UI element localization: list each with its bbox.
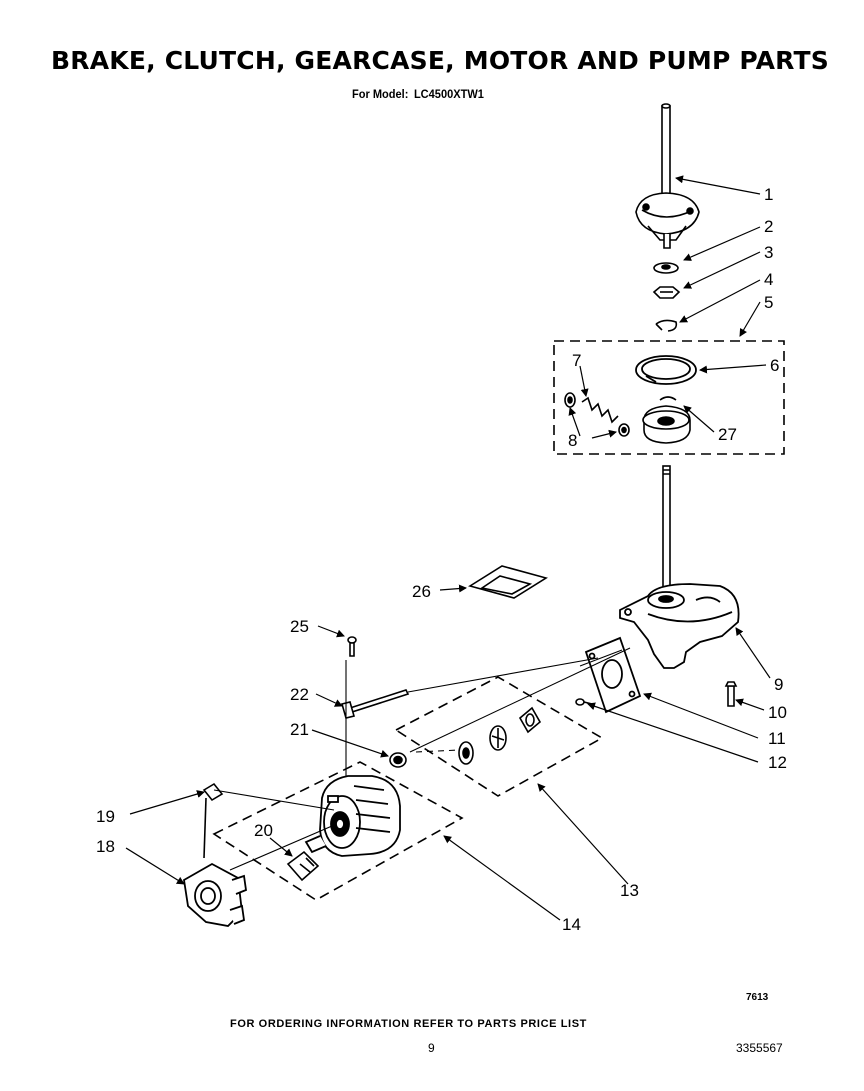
coupling-parts bbox=[458, 706, 542, 765]
model-line: For Model: LC4500XTW1 bbox=[352, 87, 484, 101]
part-19-clip bbox=[202, 782, 224, 859]
callout-12: 12 bbox=[768, 753, 787, 772]
part-20-switch bbox=[286, 850, 320, 882]
callout-27: 27 bbox=[718, 425, 737, 444]
part-1-brake-shaft bbox=[635, 103, 700, 249]
part-26-gasket bbox=[468, 565, 548, 599]
callout-5: 5 bbox=[764, 293, 773, 312]
callout-7: 7 bbox=[572, 351, 581, 370]
part-7-spring bbox=[581, 396, 619, 424]
figure-reference-code: 7613 bbox=[746, 992, 769, 1003]
callout-6: 6 bbox=[770, 356, 779, 375]
part-3-nut bbox=[652, 286, 681, 299]
part-22-rod bbox=[341, 689, 410, 719]
callout-3: 3 bbox=[764, 243, 773, 262]
part-8-washers bbox=[564, 392, 630, 437]
callout-4: 4 bbox=[764, 270, 773, 289]
callout-25: 25 bbox=[290, 617, 309, 636]
callout-8: 8 bbox=[568, 431, 577, 450]
part-10-bolt bbox=[724, 681, 738, 707]
callout-26: 26 bbox=[412, 582, 431, 601]
callout-labels: 1 2 3 4 5 6 7 8 27 26 25 22 21 9 10 11 1… bbox=[96, 185, 787, 934]
callout-22: 22 bbox=[290, 685, 309, 704]
callout-21: 21 bbox=[290, 720, 309, 739]
document-number: 3355567 bbox=[736, 1041, 783, 1055]
callout-18: 18 bbox=[96, 837, 115, 856]
callout-14: 14 bbox=[562, 915, 581, 934]
callout-1: 1 bbox=[764, 185, 773, 204]
part-27-rotor bbox=[642, 396, 691, 444]
ordering-information-note: FOR ORDERING INFORMATION REFER TO PARTS … bbox=[230, 1018, 587, 1030]
part-18-pump bbox=[183, 862, 247, 927]
part-2-washer bbox=[653, 262, 679, 274]
callout-9: 9 bbox=[774, 675, 783, 694]
callout-11: 11 bbox=[768, 729, 786, 748]
part-6-brake-band bbox=[635, 355, 697, 385]
part-9-gearcase bbox=[619, 583, 740, 669]
part-4-clip bbox=[655, 319, 678, 332]
alignment-lines bbox=[213, 647, 631, 871]
motor-assembly-boundary bbox=[212, 761, 464, 901]
callout-20: 20 bbox=[254, 821, 273, 840]
drive-shaft bbox=[662, 465, 671, 597]
callout-2: 2 bbox=[764, 217, 773, 236]
callout-13: 13 bbox=[620, 881, 639, 900]
part-11-mounting-plate bbox=[584, 636, 642, 714]
callout-19: 19 bbox=[96, 807, 115, 826]
model-number: LC4500XTW1 bbox=[413, 87, 484, 101]
motor-assembly bbox=[304, 775, 401, 857]
page-number: 9 bbox=[428, 1041, 435, 1055]
page-title: BRAKE, CLUTCH, GEARCASE, MOTOR AND PUMP … bbox=[51, 46, 829, 75]
part-21-bushing bbox=[389, 752, 407, 768]
part-25-screw bbox=[347, 636, 357, 657]
leader-lines bbox=[125, 175, 771, 921]
brake-assembly-boundary bbox=[553, 340, 785, 455]
model-label: For Model: bbox=[352, 87, 409, 101]
callout-10: 10 bbox=[768, 703, 787, 722]
